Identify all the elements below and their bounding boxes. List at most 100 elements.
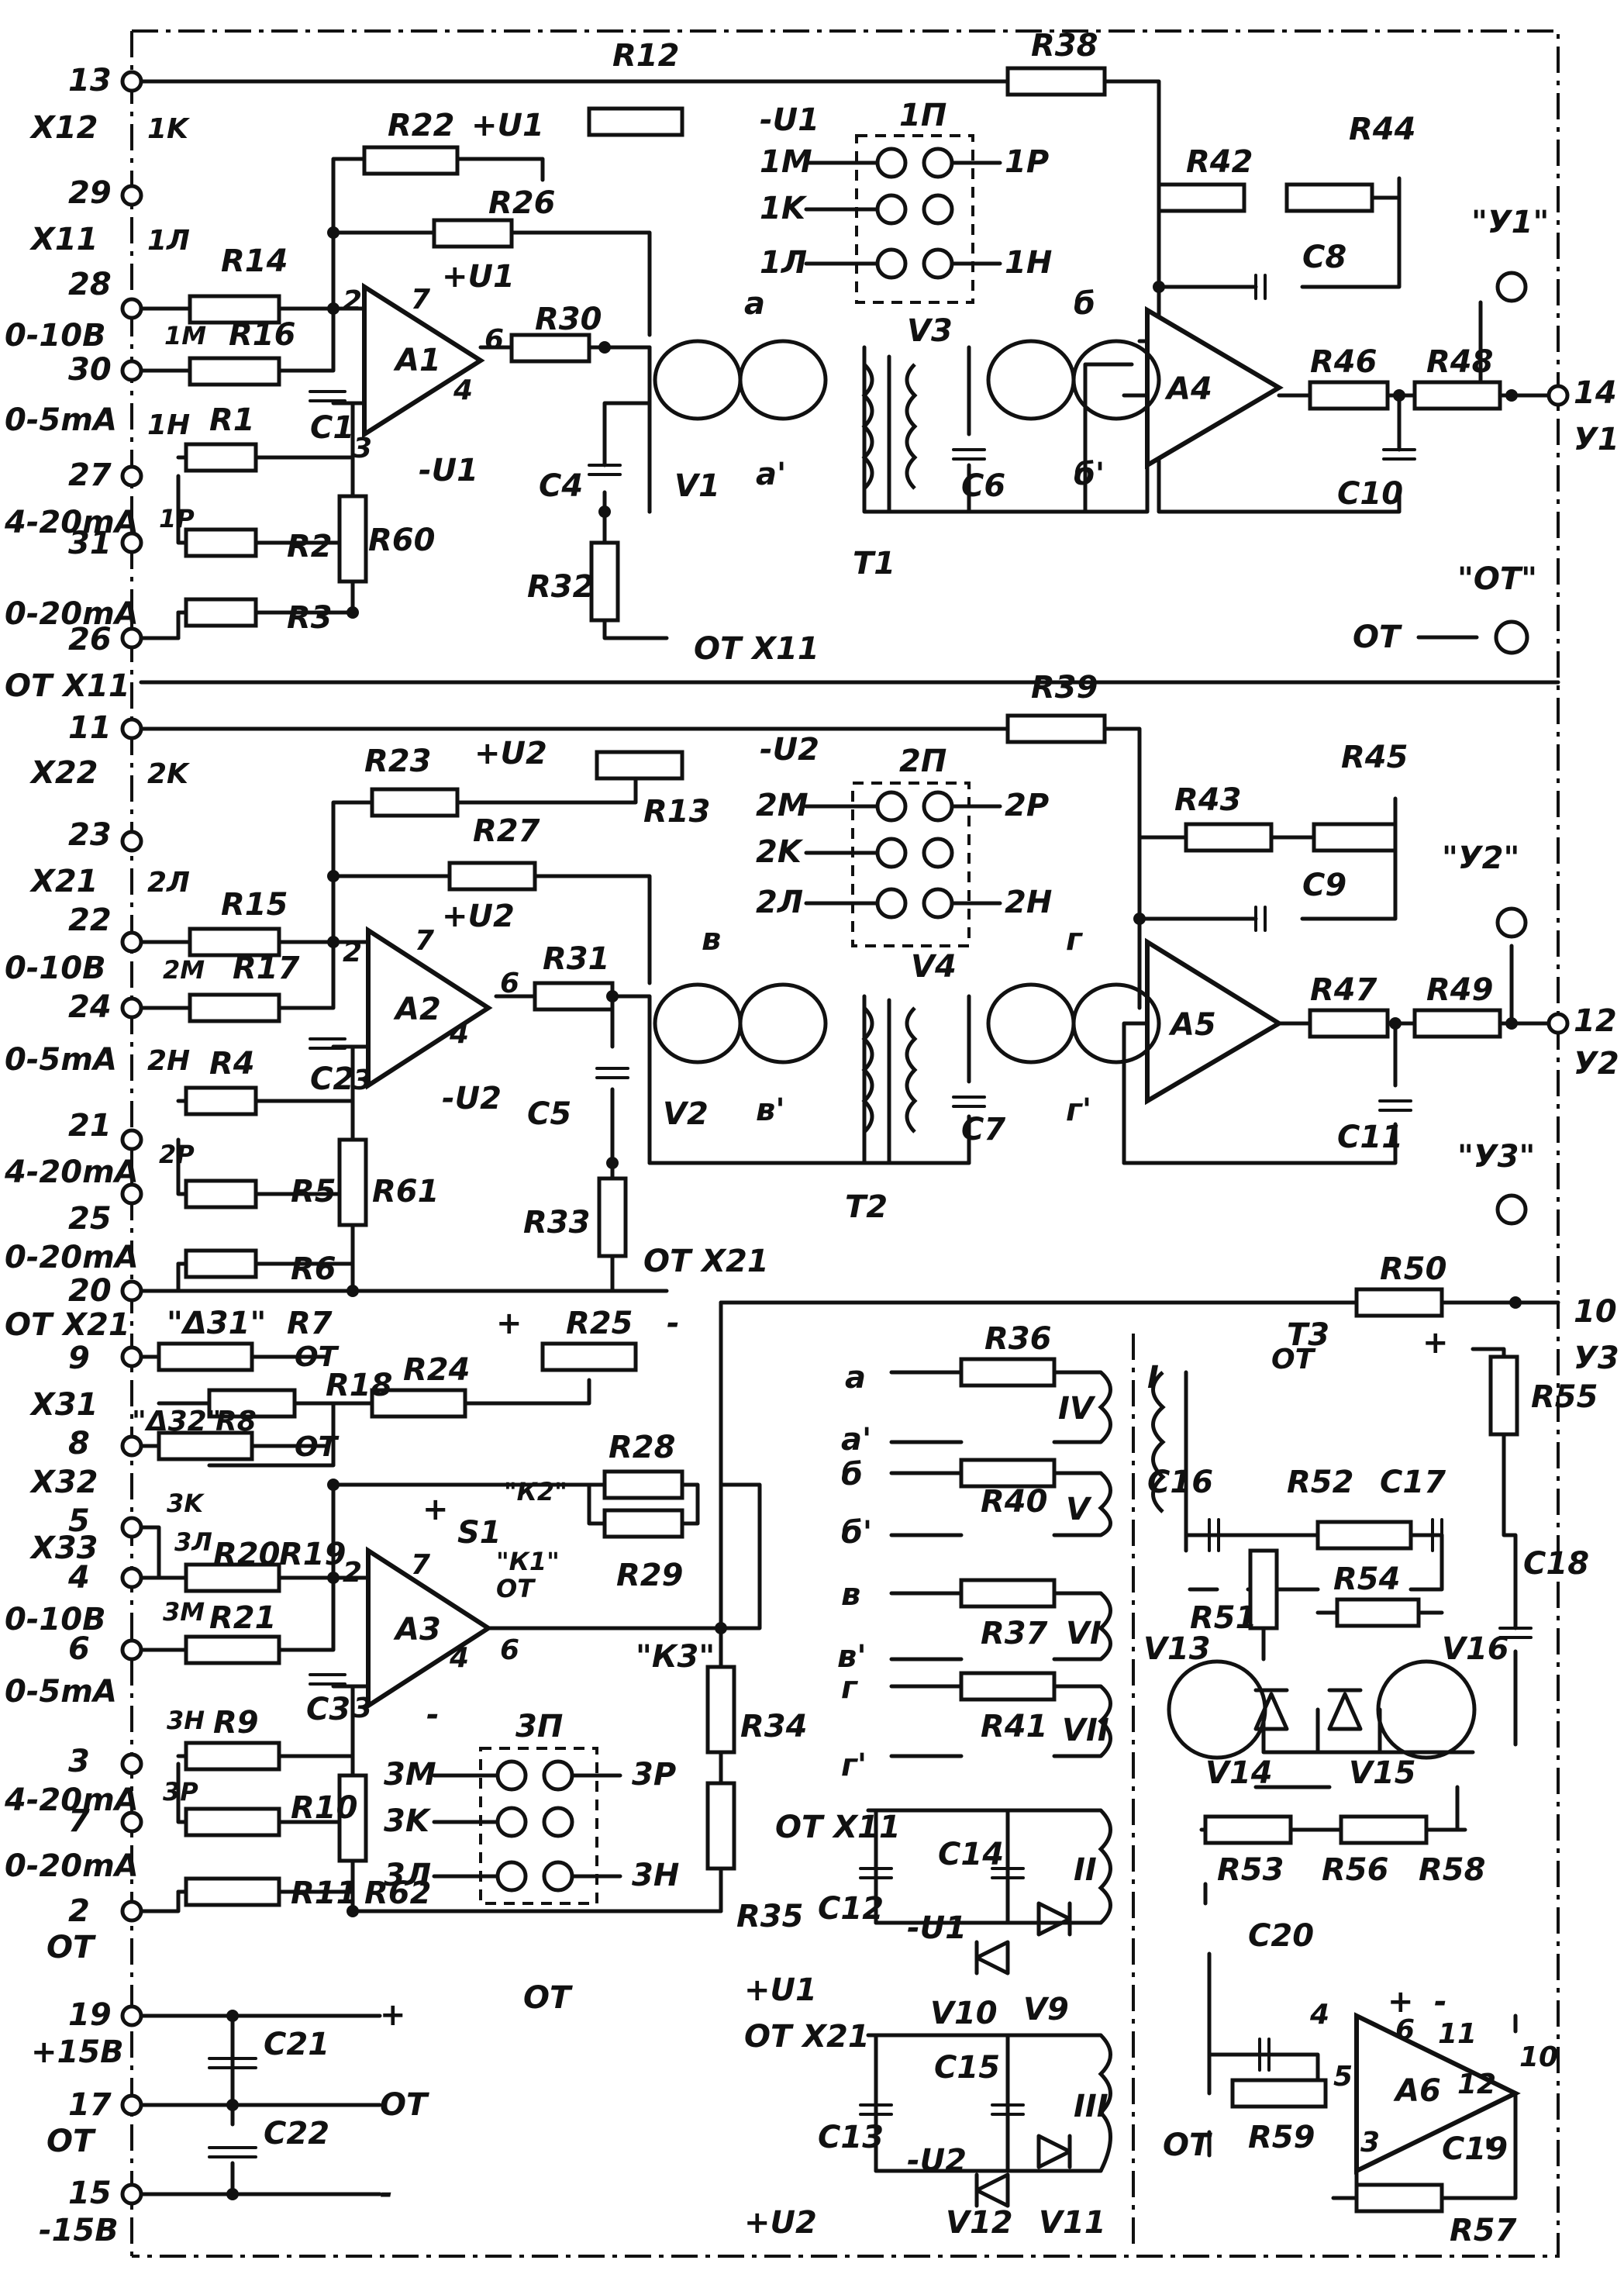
b-prime-label: б' <box>841 1515 872 1551</box>
terminal-20[interactable] <box>120 1279 143 1303</box>
a3-pin-3: 3 <box>353 1693 372 1724</box>
switch-3p[interactable] <box>432 1747 622 1905</box>
terminal-25[interactable] <box>120 1182 143 1206</box>
terminal-22[interactable] <box>120 930 143 954</box>
switch-1p[interactable] <box>804 134 1002 304</box>
r1-resistor <box>184 442 258 473</box>
r39-resistor <box>1005 713 1107 744</box>
r33-label: R33 <box>523 1205 590 1241</box>
r8-pot[interactable] <box>157 1430 254 1461</box>
terminal-5[interactable] <box>120 1516 143 1539</box>
r56-label: R56 <box>1322 1852 1388 1888</box>
r40-label: R40 <box>981 1484 1047 1520</box>
ch3-resistors <box>157 1341 736 1907</box>
terminal-15[interactable] <box>120 2183 143 2206</box>
r34-pot[interactable] <box>705 1665 736 1755</box>
terminal-9[interactable] <box>120 1345 143 1368</box>
r7-pot[interactable] <box>157 1341 254 1372</box>
1k-switch-label: 1K <box>760 191 808 226</box>
ch3-pin-labels: 9 X31 8 X32 5 X33 4 0-10B 6 0-5mA 3 4-20… <box>4 1294 1619 2248</box>
r18-resistor <box>207 1388 297 1419</box>
x11-label: X11 <box>29 222 98 257</box>
out-y2-socket[interactable] <box>1495 906 1528 939</box>
terminal-29[interactable] <box>120 184 143 207</box>
range-0-5ma-label-2: 0-5mA <box>5 1042 117 1078</box>
out-y3-label: "У3" <box>1457 1139 1535 1175</box>
pin-31-label: 31 <box>68 526 112 561</box>
pin-6-label: 6 <box>68 1631 90 1667</box>
ot-x11-label: ОТ X11 <box>694 631 819 667</box>
pin-29-label: 29 <box>68 175 112 211</box>
r13-like-pot <box>587 106 684 137</box>
r47-label: R47 <box>1310 972 1377 1008</box>
terminal-13[interactable] <box>120 70 143 93</box>
terminal-11[interactable] <box>120 717 143 740</box>
r1-label: R1 <box>209 402 255 438</box>
terminal-7[interactable] <box>120 1810 143 1834</box>
a6-plus: + <box>1388 1984 1414 2020</box>
1h-label: 1H <box>147 409 190 441</box>
r3-label: R3 <box>287 600 333 636</box>
terminal-6[interactable] <box>120 1638 143 1662</box>
r44-resistor <box>1284 182 1374 213</box>
range-0-10v-label: 0-10B <box>5 318 106 354</box>
plus-u1-label: +U1 <box>471 108 544 143</box>
terminal-17[interactable] <box>120 2093 143 2117</box>
terminal-21[interactable] <box>120 1128 143 1151</box>
r25-pot[interactable] <box>540 1341 638 1372</box>
c3-capacitor <box>309 1673 347 1686</box>
r25-plus: + <box>496 1306 522 1341</box>
terminal-14[interactable] <box>1546 384 1570 407</box>
r2-resistor <box>184 527 258 558</box>
terminal-24[interactable] <box>120 996 143 1020</box>
2m-label: 2M <box>163 955 205 985</box>
v9-label: V9 <box>1023 1992 1069 2027</box>
a2-plus-u2: +U2 <box>442 899 515 934</box>
terminal-19[interactable] <box>120 2004 143 2027</box>
out-y1-socket[interactable] <box>1495 271 1528 303</box>
c17-capacitor <box>1431 1518 1443 1552</box>
terminal-12[interactable] <box>1546 1012 1570 1035</box>
ch2-capacitors <box>309 906 1412 1112</box>
r11-label: R11 <box>291 1875 357 1911</box>
c18-capacitor <box>1498 1627 1533 1639</box>
c5-label: C5 <box>527 1096 571 1132</box>
c14-label: C14 <box>938 1837 1004 1872</box>
r7-label: R7 <box>287 1306 333 1341</box>
r38-label: R38 <box>1031 28 1098 64</box>
switch-2p[interactable] <box>804 782 1002 947</box>
v14-diode <box>1253 1688 1289 1731</box>
out-y3-socket[interactable] <box>1495 1193 1528 1226</box>
r47-resistor <box>1308 1008 1390 1039</box>
terminal-3[interactable] <box>120 1752 143 1775</box>
r43-resistor <box>1184 822 1274 853</box>
t3-coil-i <box>1151 1371 1166 1513</box>
r3-resistor <box>184 597 258 628</box>
r49-resistor <box>1412 1008 1502 1039</box>
terminal-4[interactable] <box>120 1566 143 1589</box>
terminal-23[interactable] <box>120 830 143 853</box>
2m-switch-label: 2M <box>756 788 809 823</box>
r53-label: R53 <box>1217 1852 1284 1888</box>
v1-label: V1 <box>674 468 720 504</box>
r4-label: R4 <box>209 1046 255 1082</box>
c22-label: C22 <box>264 2116 329 2152</box>
r48-resistor <box>1412 380 1502 411</box>
terminal-2[interactable] <box>120 1900 143 1923</box>
pin-23-label: 23 <box>68 817 112 853</box>
c7-capacitor <box>952 1096 986 1108</box>
terminal-27[interactable] <box>120 464 143 488</box>
x22-label: X22 <box>29 755 98 791</box>
r25-minus: - <box>667 1306 680 1341</box>
r54-resistor <box>1335 1597 1421 1628</box>
terminal-28[interactable] <box>120 297 143 320</box>
v-prime-label: в' <box>756 1092 785 1128</box>
g-prime-label: г' <box>1066 1092 1091 1128</box>
a6-pin-10: 10 <box>1519 2041 1558 2073</box>
terminal-8[interactable] <box>120 1434 143 1458</box>
out-ot-socket[interactable] <box>1494 619 1529 655</box>
terminal-30[interactable] <box>120 359 143 382</box>
frame <box>130 29 1560 2258</box>
terminal-31[interactable] <box>120 531 143 554</box>
r31-label: R31 <box>543 941 609 977</box>
